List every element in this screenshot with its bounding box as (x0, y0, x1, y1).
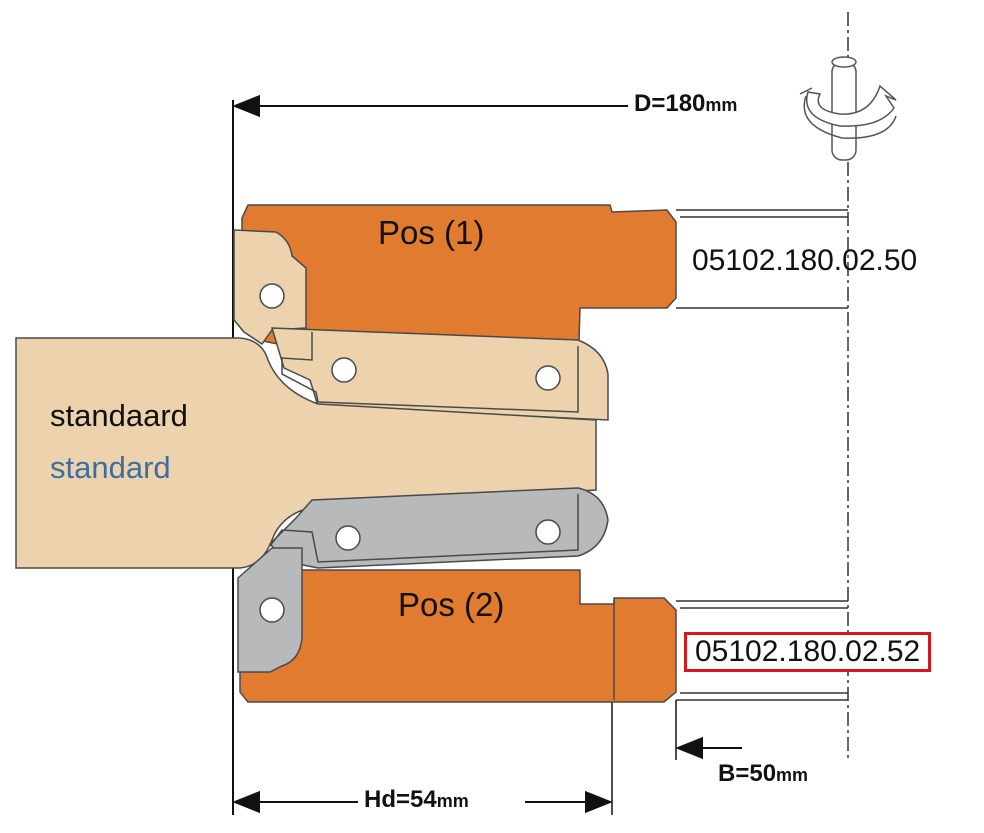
bottom-grey-inner (269, 494, 579, 563)
pos2-label: Pos (2) (398, 586, 505, 623)
pos2-part-code-highlighted: 05102.180.02.52 (684, 632, 932, 672)
top-tan-insert (270, 327, 609, 421)
top-tan-insert-inner (281, 332, 579, 413)
screw-hole (259, 283, 285, 309)
bore-width-label: B=50mm (718, 760, 808, 788)
diameter-unit: mm (705, 95, 738, 115)
hub-height-unit: mm (436, 791, 469, 811)
bore-width-value: B=50 (718, 760, 777, 787)
bore-width-unit: mm (776, 765, 809, 785)
diameter-value: D=180 (634, 90, 706, 117)
screw-hole (331, 357, 357, 383)
rotation-direction-icon (799, 56, 897, 161)
screw-holes (259, 283, 561, 623)
hub-height-label: Hd=54mm (364, 786, 469, 814)
hub-height-value: Hd=54 (364, 786, 437, 813)
pos1-label: Pos (1) (378, 214, 485, 251)
screw-hole (535, 365, 561, 391)
diameter-label: D=180mm (634, 90, 737, 118)
standard-label-en: standard (50, 450, 171, 485)
screw-hole (535, 519, 561, 545)
screw-hole (335, 525, 361, 551)
pos1-part-code: 05102.180.02.50 (692, 244, 918, 277)
bore-rails (676, 209, 848, 701)
standard-label-nl: standaard (50, 398, 188, 433)
screw-hole (259, 597, 285, 623)
